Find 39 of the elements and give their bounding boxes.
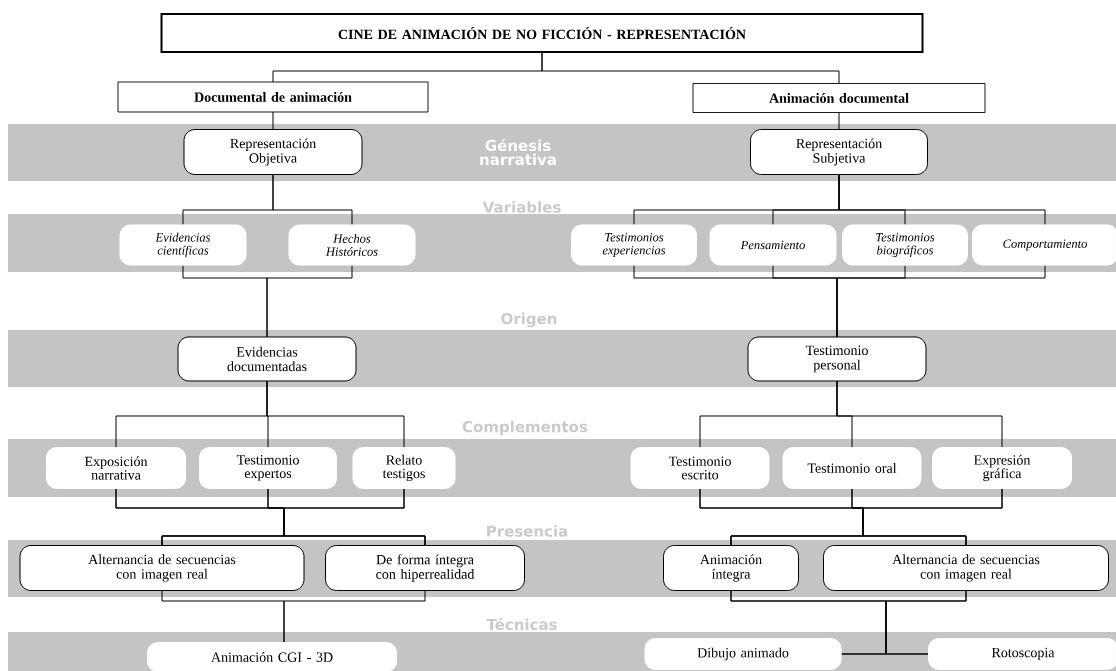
header-box: Animación documental — [692, 83, 986, 113]
header-box: Documental de animación — [117, 81, 429, 113]
connector-line — [838, 112, 840, 130]
connector-line — [272, 111, 274, 130]
rounded-box: Pensamiento — [709, 224, 837, 266]
rounded-box: Testimonios biográficos — [842, 224, 968, 266]
rounded-box: Testimonio oral — [782, 447, 922, 489]
connector-line — [272, 174, 353, 225]
rounded-box: Alternancia de secuencias con imagen real — [19, 545, 305, 591]
rounded-box: Testimonio expertos — [199, 447, 337, 489]
title-box: CINE DE ANIMACIÓN DE NO FICCIÓN - REPRESENTACIÓN — [160, 13, 924, 53]
rounded-box: Hechos Históricos — [288, 224, 416, 266]
connector-line — [838, 174, 1046, 225]
connector-line — [266, 380, 405, 448]
connector-line — [541, 51, 840, 84]
connector-line — [862, 488, 1003, 546]
rounded-box: Rotoscopia — [928, 638, 1116, 670]
rounded-box: Animación íntegra — [663, 545, 799, 591]
connector-line — [836, 265, 1046, 338]
rounded-box: Evidencias científicas — [119, 224, 247, 266]
connector-line — [836, 380, 1003, 448]
rounded-box: Testimonios experiencias — [571, 224, 697, 266]
rounded-box: De forma íntegra con hiperrealidad — [325, 545, 525, 591]
rounded-box: Representación Subjetiva — [750, 129, 928, 175]
connector-line — [283, 590, 426, 643]
rounded-box: Alternancia de secuencias con imagen real — [823, 545, 1109, 591]
rounded-box: Dibujo animado — [644, 638, 842, 670]
rounded-box: Relato testigos — [352, 447, 456, 489]
rounded-box: Representación Objetiva — [183, 129, 363, 175]
rounded-box: Evidencias documentadas — [177, 336, 357, 382]
rounded-box: Testimonio personal — [747, 336, 927, 382]
rounded-box: Comportamiento — [972, 224, 1116, 266]
rounded-box: Exposición narrativa — [46, 447, 186, 489]
rounded-box: Animación CGI - 3D — [147, 642, 397, 671]
connector-line — [885, 590, 967, 655]
connector-line — [266, 265, 353, 338]
rounded-box: Testimonio escrito — [630, 447, 770, 489]
band-label: Génesis narrativa — [480, 138, 556, 166]
rounded-box: Expresión gráfica — [932, 447, 1072, 489]
